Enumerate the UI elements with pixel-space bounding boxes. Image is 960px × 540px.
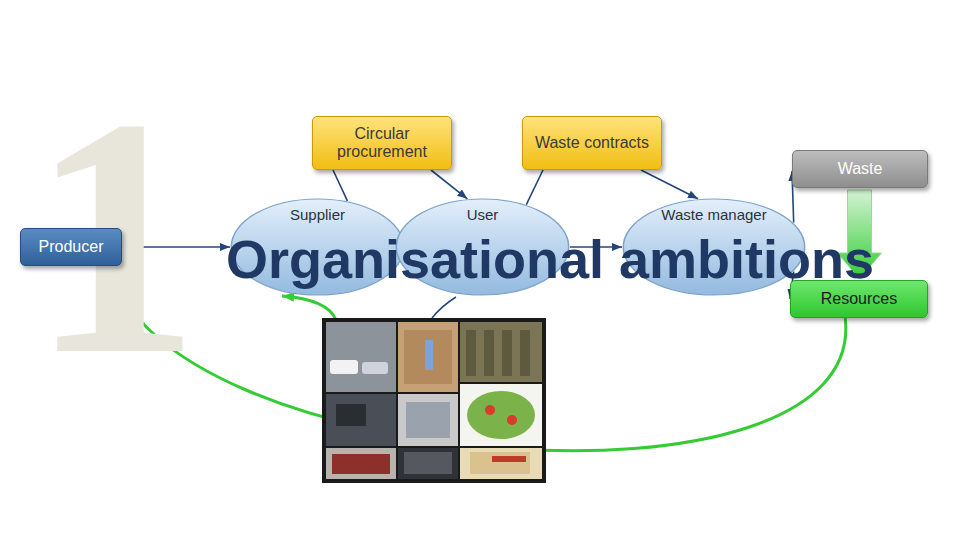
cardboard-box — [404, 330, 452, 384]
stamp — [492, 456, 526, 462]
envelope — [470, 452, 530, 474]
use-line — [432, 297, 456, 318]
soldiers-photo — [460, 322, 542, 382]
street-photo — [326, 322, 396, 392]
device — [404, 452, 452, 474]
flow-line — [526, 170, 543, 205]
waste-box: Waste — [792, 150, 928, 188]
collage — [322, 318, 546, 483]
producer-box: Producer — [20, 228, 122, 266]
tomato — [485, 405, 495, 415]
node-text: Supplier — [230, 198, 405, 223]
salad-photo — [460, 384, 542, 446]
salad — [467, 391, 535, 439]
goods — [406, 402, 450, 438]
node-text: Waste manager — [622, 198, 806, 223]
car — [362, 362, 388, 374]
car — [330, 360, 358, 374]
tomato — [507, 415, 517, 425]
node-text: Circular procurement — [321, 125, 443, 162]
return-arrow — [282, 296, 336, 320]
node-text: Waste contracts — [535, 134, 649, 152]
office-photo — [326, 394, 396, 446]
figure — [466, 330, 476, 376]
box-photo — [398, 322, 458, 392]
electronics-photo — [398, 448, 458, 479]
flow-line — [431, 170, 467, 199]
flow-line — [641, 170, 698, 199]
building — [332, 454, 390, 474]
tape — [425, 340, 433, 370]
procurement-box: Circular procurement — [312, 116, 452, 170]
figure — [484, 330, 494, 376]
contract-box: Waste contracts — [522, 116, 662, 170]
node-text: User — [395, 198, 570, 223]
collage-frame — [322, 318, 546, 483]
node-text: Resources — [821, 290, 897, 308]
node-text: Producer — [39, 238, 104, 256]
goods-photo — [398, 394, 458, 446]
flow-line — [333, 170, 347, 201]
node-text: Waste — [838, 160, 883, 178]
document-photo — [460, 448, 542, 479]
monitor — [336, 404, 366, 426]
building-photo — [326, 448, 396, 479]
figure — [520, 330, 530, 376]
slide-title: Organisational ambitions — [195, 232, 905, 286]
title-text: Organisational ambitions — [226, 229, 874, 289]
figure — [502, 330, 512, 376]
